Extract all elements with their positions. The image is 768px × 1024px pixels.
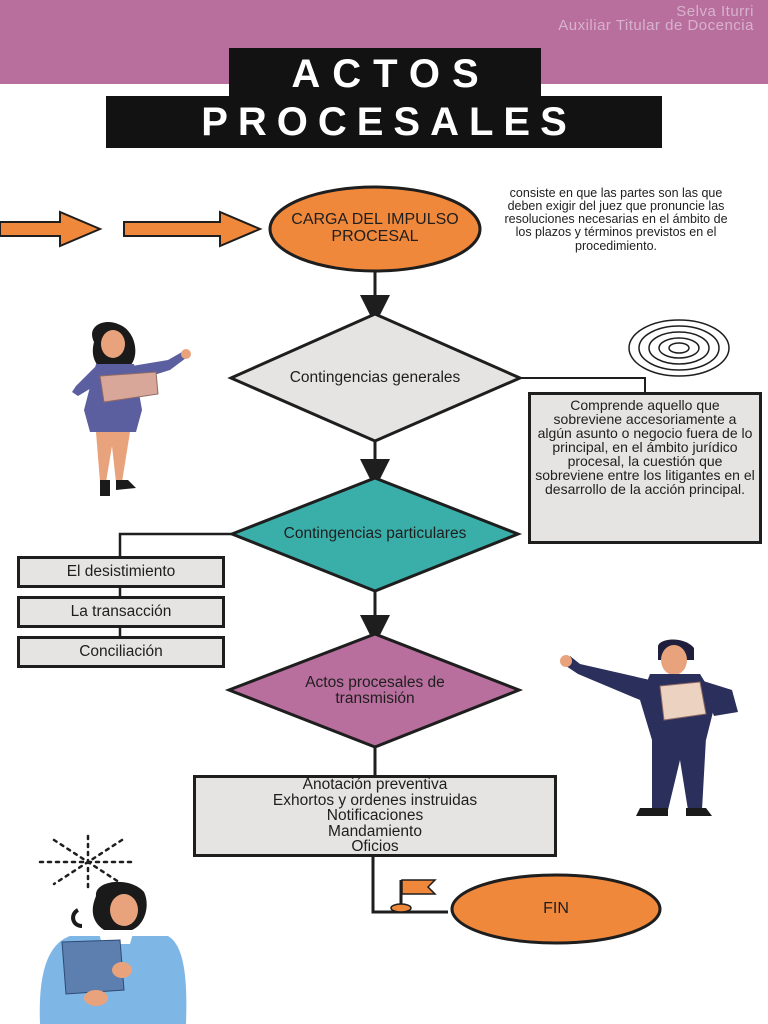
particular-node-label: Contingencias particulares	[283, 524, 467, 542]
transmission-item-mandamiento: Mandamiento	[328, 822, 422, 840]
title-line-1: ACTOS	[229, 48, 541, 100]
woman-presenting-illustration	[72, 322, 191, 496]
general-description-text: Comprende aquello que sobreviene accesor…	[535, 397, 755, 497]
transmission-item-notificaciones: Notificaciones	[326, 807, 424, 825]
connector-list-to-end	[371, 856, 448, 914]
general-node-label: Contingencias generales	[289, 368, 461, 386]
end-node-label: FIN	[543, 899, 569, 917]
arrow-right-icon	[123, 210, 263, 248]
sparkle-icon	[38, 834, 138, 890]
connector-particular-to-items	[118, 532, 232, 558]
man-pointing-illustration	[560, 639, 738, 816]
particular-item-conciliacion: Conciliación	[17, 636, 225, 668]
particular-item-desistimiento: El desistimiento	[17, 556, 225, 588]
concentric-circles-icon	[628, 319, 730, 377]
general-node-shape	[227, 312, 524, 443]
transmission-item-anotacion: Anotación preventiva	[302, 776, 448, 794]
flag-icon	[390, 879, 437, 913]
transmission-node-shape	[224, 632, 524, 749]
transmission-node-label: Actos procesales de transmisión	[305, 673, 445, 707]
start-node-shape	[268, 185, 482, 273]
transmission-list-box: Anotación preventiva Exhortos y ordenes …	[193, 775, 557, 857]
transmission-item-exhortos: Exhortos y ordenes instruidas	[272, 791, 478, 809]
particular-node-shape	[227, 476, 523, 593]
end-node-shape	[450, 873, 662, 945]
woman-thinking-illustration	[39, 881, 187, 1024]
transmission-item-oficios: Oficios	[351, 838, 399, 856]
arrow-right-icon	[0, 210, 103, 248]
author-name: Selva Iturri	[676, 3, 754, 20]
title-line-2: PROCESALES	[106, 96, 662, 148]
general-description-box: Comprende aquello que sobreviene accesor…	[528, 392, 762, 544]
author-role: Auxiliar Titular de Docencia	[558, 17, 754, 34]
connector-general-to-description	[520, 377, 646, 392]
particular-item-transaccion: La transacción	[17, 596, 225, 628]
start-node-label: CARGA DEL IMPULSO PROCESAL	[291, 211, 459, 245]
start-node-description: consiste en que las partes son las que d…	[504, 186, 728, 253]
